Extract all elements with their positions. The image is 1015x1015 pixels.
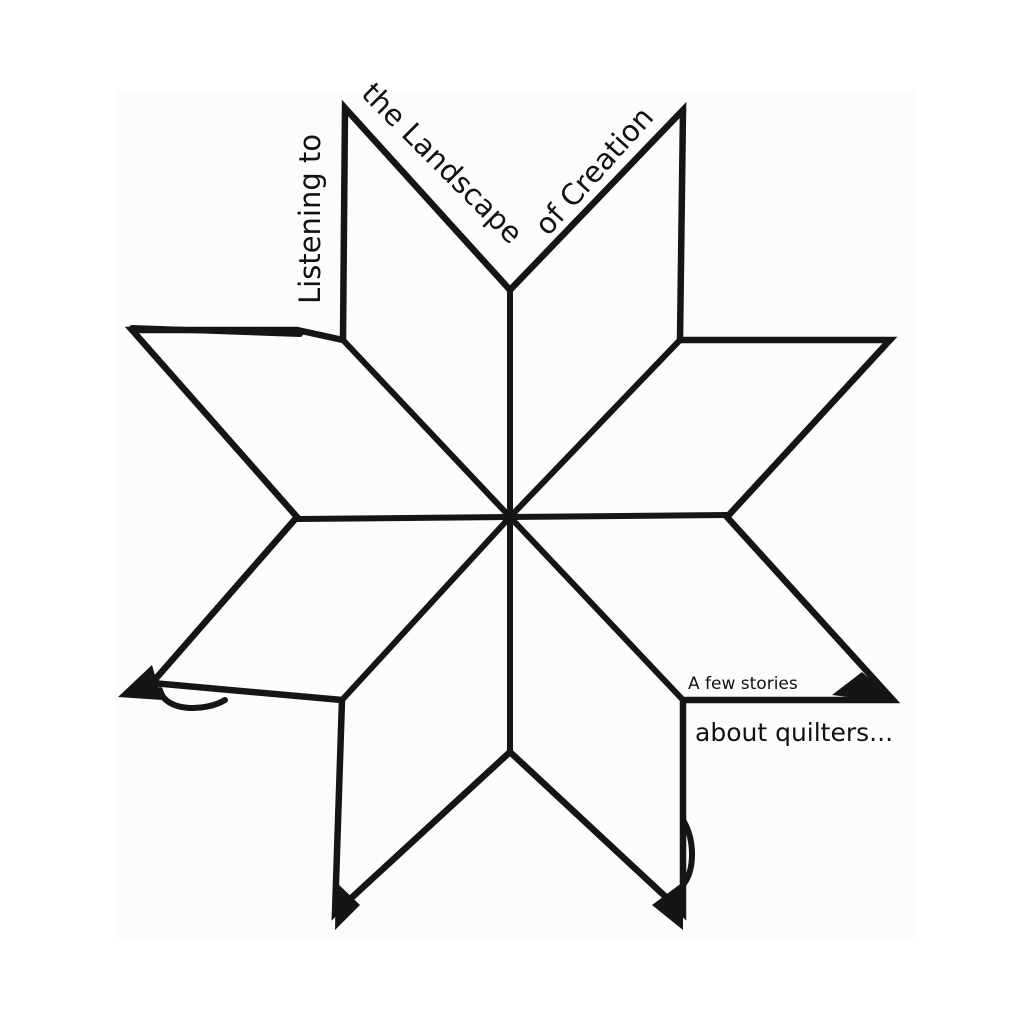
seam-southwest (339, 514, 513, 703)
pencil-tip-left (118, 665, 162, 700)
seam-northwest (340, 337, 513, 520)
pencil-tip-bottom-left (335, 882, 360, 930)
diamond-seams (294, 287, 730, 755)
seam-east (507, 512, 730, 520)
seam-west (294, 514, 513, 522)
title-line-1: Listening to (293, 134, 327, 304)
upper-left-stroke (129, 325, 303, 337)
pencil-tips (118, 665, 897, 930)
wobble-bottom-left (157, 687, 228, 711)
subtitle-line-2: about quilters... (695, 718, 893, 747)
pencil-tip-right (832, 672, 897, 703)
seam-southeast (507, 514, 686, 703)
pencil-tip-bottom-right (652, 882, 683, 930)
seam-northeast (507, 337, 683, 520)
subtitle-line-1: A few stories (688, 674, 798, 694)
star-outline (124, 99, 901, 921)
wobble-bottom-right (680, 817, 695, 888)
